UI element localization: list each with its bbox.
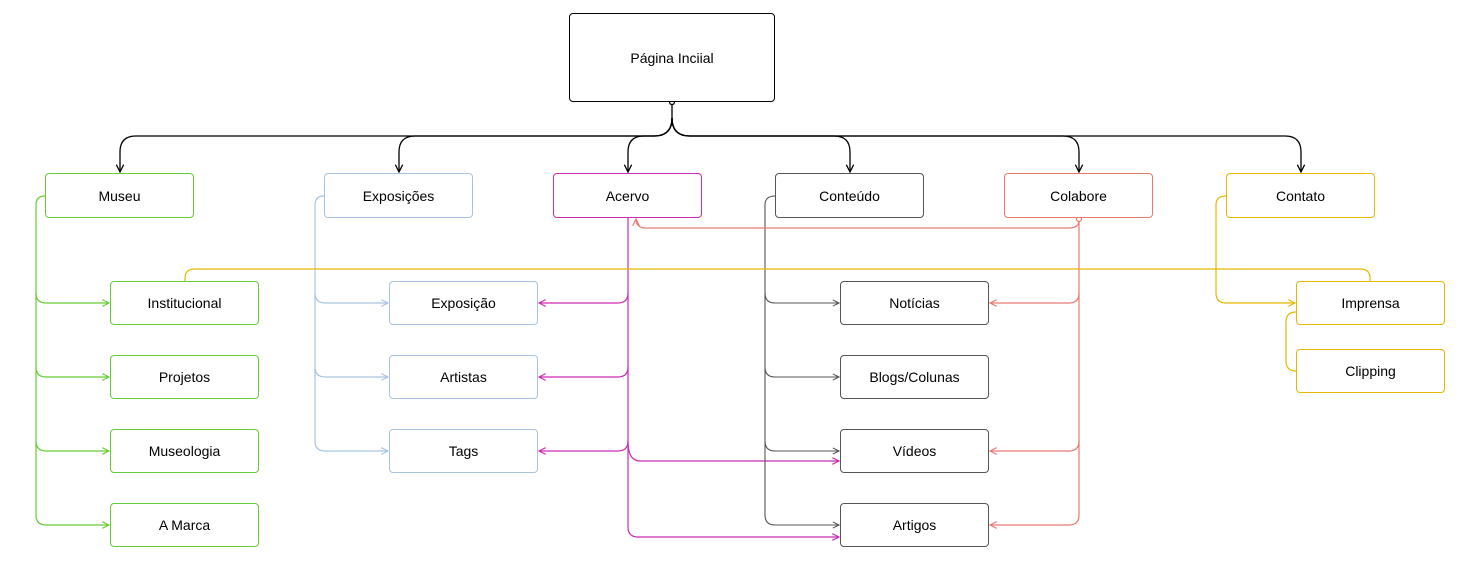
edge-exposicoes-tags xyxy=(314,367,388,451)
edge-colabore-artigos xyxy=(990,441,1080,525)
edge-root-conteudo xyxy=(671,117,850,172)
node-exposicao[interactable]: Exposição xyxy=(389,281,538,325)
edge-acervo-tags xyxy=(539,367,629,451)
node-tags[interactable]: Tags xyxy=(389,429,538,473)
node-colabore[interactable]: Colabore xyxy=(1004,173,1153,218)
acervo-connectors xyxy=(539,218,839,537)
edge-museu-museologia xyxy=(35,367,109,451)
node-imprensa[interactable]: Imprensa xyxy=(1296,281,1445,325)
edge-root-contato xyxy=(671,117,1301,172)
edge-conteudo-artigos xyxy=(764,441,839,525)
edge-colabore-acervo xyxy=(636,219,1080,229)
node-artistas[interactable]: Artistas xyxy=(389,355,538,399)
edge-museu-projetos xyxy=(35,293,109,377)
node-blogs-colunas[interactable]: Blogs/Colunas xyxy=(840,355,989,399)
edge-exposicoes-artistas xyxy=(314,293,388,377)
museu-connectors xyxy=(35,195,109,525)
exposicoes-connectors xyxy=(314,195,388,451)
edge-acervo-exposicao xyxy=(539,218,629,303)
colabore-connectors xyxy=(636,215,1083,526)
edge-root-exposicoes xyxy=(399,117,673,172)
node-acervo[interactable]: Acervo xyxy=(553,173,702,218)
edge-institucional-imprensa xyxy=(184,268,1371,281)
node-noticias[interactable]: Notícias xyxy=(840,281,989,325)
edge-acervo-artistas xyxy=(539,293,629,377)
edge-museu-amarca xyxy=(35,441,109,525)
node-museu[interactable]: Museu xyxy=(45,173,194,218)
edge-root-museu xyxy=(120,102,673,172)
edge-acervo-artigos xyxy=(627,441,839,537)
node-conteudo[interactable]: Conteúdo xyxy=(775,173,924,218)
edge-colabore-noticias xyxy=(990,219,1080,303)
edge-conteudo-blogs xyxy=(764,293,839,377)
node-contato[interactable]: Contato xyxy=(1226,173,1375,218)
root-connectors xyxy=(120,98,1301,173)
node-clipping[interactable]: Clipping xyxy=(1296,349,1445,393)
edge-root-acervo xyxy=(628,117,673,172)
node-pagina-inicial[interactable]: Página Inciial xyxy=(569,13,775,102)
node-videos[interactable]: Vídeos xyxy=(840,429,989,473)
edge-contato-imprensa xyxy=(1215,195,1295,303)
node-a-marca[interactable]: A Marca xyxy=(110,503,259,547)
node-artigos[interactable]: Artigos xyxy=(840,503,989,547)
edge-root-colabore xyxy=(671,117,1079,172)
conteudo-connectors xyxy=(764,195,839,525)
node-institucional[interactable]: Institucional xyxy=(110,281,259,325)
node-exposicoes[interactable]: Exposições xyxy=(324,173,473,218)
edge-conteudo-videos xyxy=(764,367,839,451)
contato-connectors xyxy=(184,195,1371,372)
edge-colabore-videos xyxy=(990,293,1080,451)
edge-imprensa-clipping xyxy=(1285,311,1297,372)
node-museologia[interactable]: Museologia xyxy=(110,429,259,473)
node-projetos[interactable]: Projetos xyxy=(110,355,259,399)
